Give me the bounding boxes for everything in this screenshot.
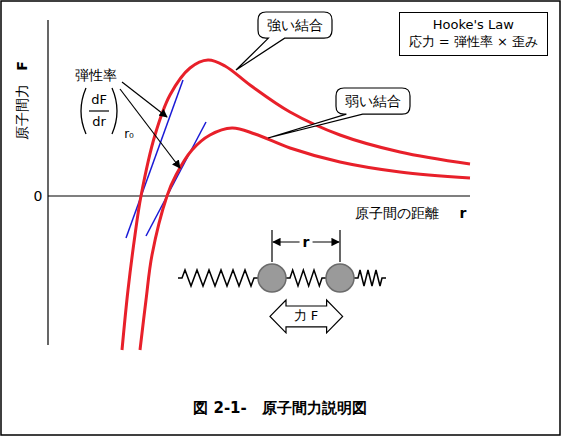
axis-symbol: F [14, 61, 31, 71]
fraction-denominator: dr [92, 114, 106, 130]
dimension-label: r [300, 234, 313, 251]
subscript-label: r₀ [124, 127, 134, 141]
formula-box: Hooke's Law応力 = 弾性率 × 歪み [399, 12, 548, 56]
node-text: Hooke's Law [409, 17, 538, 34]
fraction-bar [89, 110, 109, 111]
callout-bubble: 弱い結合 [336, 88, 410, 114]
fraction-numerator: dF [91, 92, 107, 108]
annotation-text: 弾性率 [75, 67, 117, 84]
spring-symbol [354, 270, 386, 286]
parenthesis [81, 88, 86, 134]
node-text: 応力 = 弾性率 × 歪み [409, 34, 538, 51]
node-text: 強い結合 [267, 16, 323, 34]
spring-symbol [286, 270, 326, 286]
tangent-line [126, 80, 183, 238]
force-arrow: 力 F [270, 306, 343, 327]
atom-circle [326, 264, 354, 292]
callout-bubble: 強い結合 [258, 12, 332, 38]
dimension-tick [339, 230, 340, 262]
axis-symbol: r [460, 205, 467, 222]
axis-title: 原子間力 [14, 84, 31, 140]
atom-circle [258, 264, 286, 292]
double-arrow-outline [270, 300, 343, 333]
callout-outline [268, 88, 410, 138]
node-text: 力 F [294, 308, 319, 325]
y-axis [47, 20, 48, 345]
dimension-tick [271, 230, 272, 262]
leader-arrow [122, 82, 167, 117]
x-axis [48, 195, 470, 196]
spring-symbol [178, 270, 258, 286]
force-curve [122, 60, 470, 350]
leader-arrow [120, 89, 180, 168]
node-text: 弱い結合 [345, 92, 401, 110]
axis-title: 原子間の距離 [355, 205, 439, 222]
parenthesis [112, 88, 117, 134]
force-curve [140, 128, 470, 350]
figure-caption: 図 2-1- 原子間力説明図 [193, 399, 367, 417]
axis-origin: 0 [34, 188, 43, 205]
callout-outline [236, 12, 332, 70]
